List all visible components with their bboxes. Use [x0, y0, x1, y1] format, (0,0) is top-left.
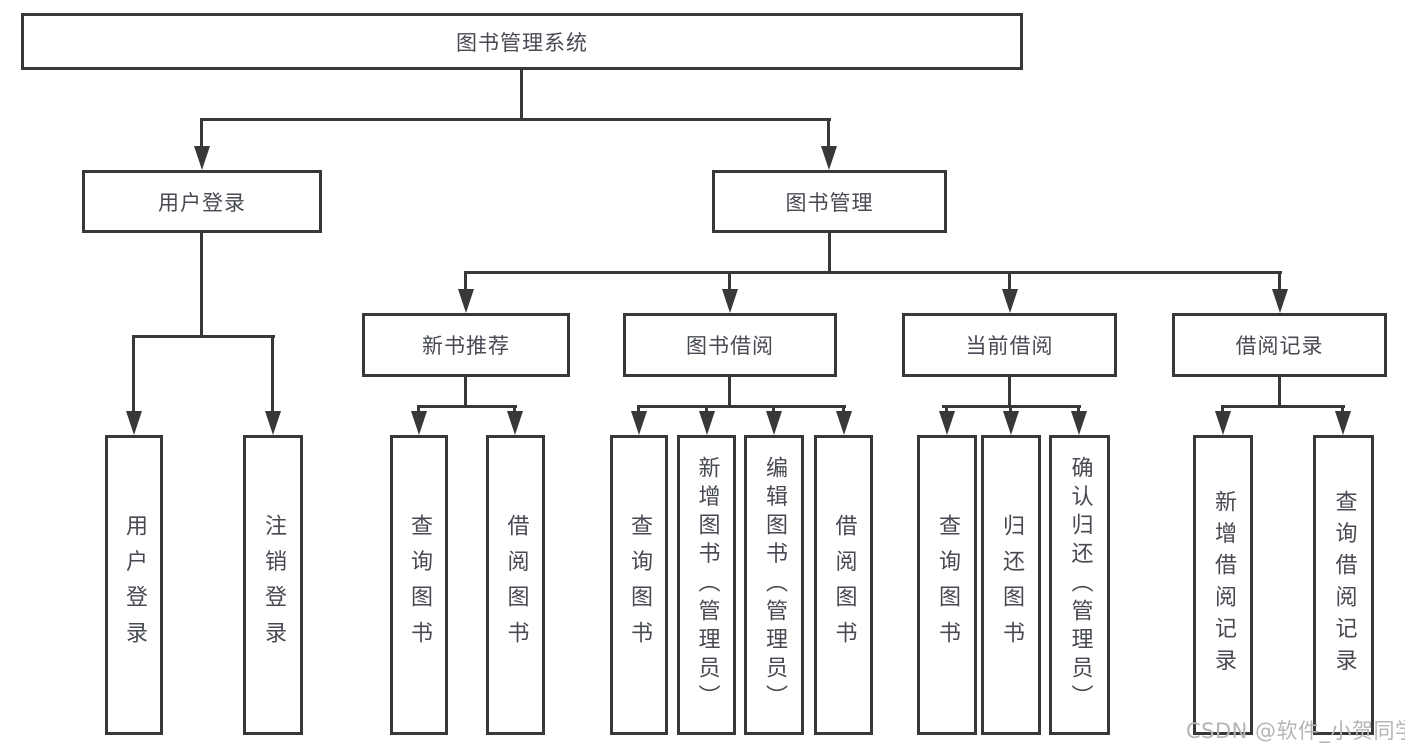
connector-line [705, 405, 708, 415]
arrow-down-icon [766, 411, 782, 435]
node-user-login-label: 用户登录 [158, 190, 246, 215]
node-book-borrowing-label: 图书借阅 [686, 334, 774, 358]
node-leaf-add-borrow-record: 新增借阅记录 [1193, 435, 1253, 735]
node-leaf-query-book-borrowing-label: 查询图书 [627, 513, 652, 657]
arrow-down-icon [507, 411, 523, 435]
watermark: CSDN @软件_小贺同学 [1186, 719, 1405, 743]
node-leaf-query-borrow-record: 查询借阅记录 [1313, 435, 1374, 735]
arrow-down-icon [265, 411, 281, 435]
connector-line [772, 405, 775, 415]
node-library-system: 图书管理系统 [21, 13, 1023, 70]
node-leaf-edit-book-admin-label: 编辑图书（管理员） [762, 456, 787, 714]
node-leaf-user-login-label: 用户登录 [122, 513, 147, 657]
connector-line [637, 405, 640, 415]
node-leaf-borrow-book-recommend: 借阅图书 [486, 435, 545, 735]
connector-line [1278, 271, 1281, 293]
node-leaf-add-book-admin-label: 新增图书（管理员） [694, 456, 720, 714]
node-leaf-query-borrow-record-label: 查询借阅记录 [1331, 489, 1357, 681]
connector-line [464, 271, 1282, 274]
node-leaf-logout: 注销登录 [243, 435, 303, 735]
node-library-system-label: 图书管理系统 [456, 30, 588, 55]
node-new-book-recommend: 新书推荐 [362, 313, 570, 377]
connector-line [417, 405, 517, 408]
node-leaf-query-book-current: 查询图书 [917, 435, 977, 735]
arrow-down-icon [126, 411, 142, 435]
connector-line [1077, 405, 1080, 415]
node-leaf-logout-label: 注销登录 [261, 513, 286, 657]
connector-line [464, 377, 467, 407]
connector-line [271, 335, 274, 413]
connector-line [637, 405, 846, 408]
node-leaf-borrow-book-borrowing: 借阅图书 [814, 435, 873, 735]
connector-line [1008, 377, 1011, 407]
arrow-down-icon [699, 411, 715, 435]
arrow-down-icon [836, 411, 852, 435]
node-current-borrowing: 当前借阅 [902, 313, 1117, 377]
arrow-down-icon [1215, 411, 1231, 435]
connector-line [132, 335, 135, 413]
connector-line [1221, 405, 1224, 415]
arrow-down-icon [194, 146, 210, 170]
node-leaf-confirm-return-admin: 确认归还（管理员） [1049, 435, 1110, 735]
connector-line [200, 233, 203, 337]
node-leaf-confirm-return-admin-label: 确认归还（管理员） [1067, 456, 1093, 714]
arrow-down-icon [1272, 289, 1288, 313]
arrow-down-icon [1335, 411, 1351, 435]
connector-line [132, 335, 275, 338]
connector-line [842, 405, 845, 415]
node-user-login: 用户登录 [82, 170, 322, 233]
arrow-down-icon [821, 146, 837, 170]
node-book-management: 图书管理 [712, 170, 947, 233]
connector-line [520, 70, 523, 120]
arrow-down-icon [939, 411, 955, 435]
node-leaf-add-borrow-record-label: 新增借阅记录 [1211, 489, 1236, 681]
connector-line [1221, 405, 1345, 408]
node-book-borrowing: 图书借阅 [623, 313, 837, 377]
connector-line [200, 118, 831, 121]
connector-line [513, 405, 516, 415]
arrow-down-icon [1071, 411, 1087, 435]
node-leaf-query-book-recommend-label: 查询图书 [407, 513, 432, 657]
node-leaf-query-book-borrowing: 查询图书 [610, 435, 668, 735]
connector-line [728, 377, 731, 407]
arrow-down-icon [458, 289, 474, 313]
node-leaf-edit-book-admin: 编辑图书（管理员） [744, 435, 804, 735]
node-new-book-recommend-label: 新书推荐 [422, 334, 510, 358]
node-leaf-return-book-label: 归还图书 [999, 513, 1024, 657]
node-borrow-records: 借阅记录 [1172, 313, 1387, 377]
node-book-management-label: 图书管理 [785, 190, 874, 215]
node-current-borrowing-label: 当前借阅 [965, 334, 1054, 358]
connector-line [1341, 405, 1344, 415]
node-leaf-return-book: 归还图书 [981, 435, 1041, 735]
node-leaf-user-login: 用户登录 [105, 435, 163, 735]
node-leaf-query-book-current-label: 查询图书 [935, 513, 960, 657]
connector-line [464, 271, 467, 293]
connector-line [728, 271, 731, 293]
node-leaf-add-book-admin: 新增图书（管理员） [677, 435, 736, 735]
connector-line [1008, 271, 1011, 293]
arrow-down-icon [1002, 289, 1018, 313]
connector-line [417, 405, 420, 415]
arrow-down-icon [631, 411, 647, 435]
connector-line [1278, 377, 1281, 407]
connector-line [828, 233, 831, 274]
connector-line [827, 118, 830, 148]
arrow-down-icon [411, 411, 427, 435]
node-leaf-borrow-book-recommend-label: 借阅图书 [503, 513, 529, 657]
connector-line [200, 118, 203, 148]
node-leaf-query-book-recommend: 查询图书 [390, 435, 448, 735]
arrow-down-icon [722, 289, 738, 313]
connector-line [945, 405, 948, 415]
connector-line [1009, 405, 1012, 415]
node-leaf-borrow-book-borrowing-label: 借阅图书 [831, 513, 857, 657]
arrow-down-icon [1003, 411, 1019, 435]
node-borrow-records-label: 借阅记录 [1235, 334, 1324, 358]
